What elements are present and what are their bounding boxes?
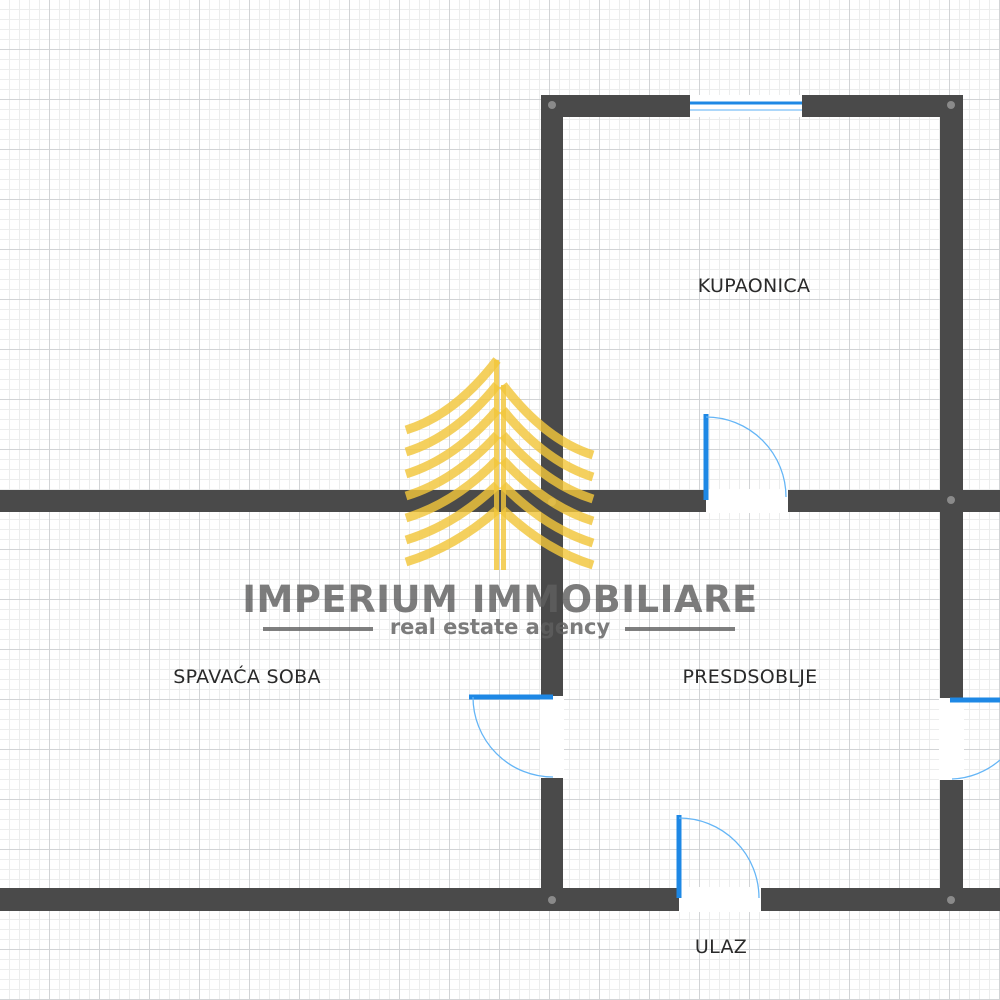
wall-middle bbox=[0, 490, 1000, 512]
room-label-entrance: ULAZ bbox=[694, 936, 748, 958]
room-label-bedroom: SPAVAĆA SOBA bbox=[173, 666, 321, 688]
room-label-bathroom: KUPAONICA bbox=[697, 275, 811, 297]
door-entrance bbox=[676, 815, 761, 912]
door-right bbox=[939, 697, 1000, 780]
door-bedroom bbox=[469, 694, 564, 778]
window-bathroom bbox=[690, 95, 802, 117]
walls bbox=[0, 95, 1000, 911]
wall-bottom bbox=[0, 888, 1000, 911]
room-label-hallway: PRESDSOBLJE bbox=[682, 666, 818, 688]
door-bathroom bbox=[703, 414, 788, 513]
